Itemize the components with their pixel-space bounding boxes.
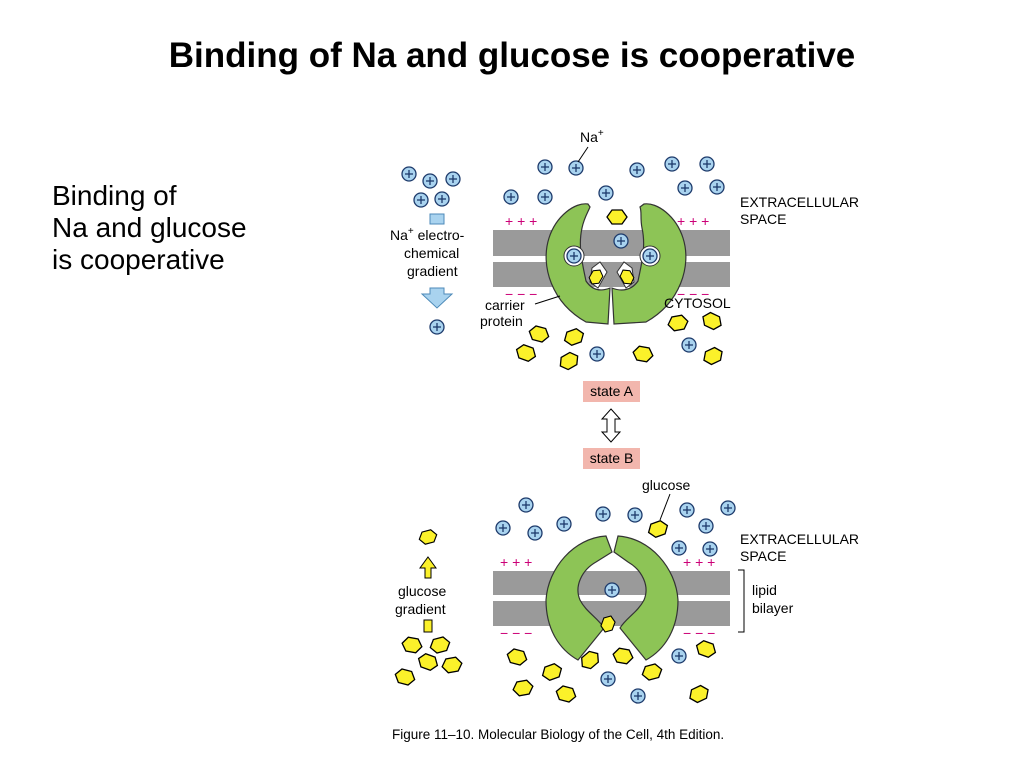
plus-marks-right-bottom: + + + — [683, 554, 715, 570]
sodium-ions-top-extracellular — [401, 156, 725, 208]
glucose-gradient-label-1: glucose — [398, 583, 446, 599]
lipid-label-2: bilayer — [752, 600, 794, 616]
body-line-3: is cooperative — [52, 244, 225, 275]
state-a-box — [583, 381, 640, 402]
gradient-label-1: Na+ electro- — [390, 226, 465, 243]
carrier-b-right-half — [613, 535, 679, 661]
body-line-2: Na and glucose — [52, 212, 247, 243]
minus-marks-left-top: − − − — [505, 286, 537, 302]
glucose-gradient-arrow-up — [419, 556, 437, 579]
glucose-extracellular-top — [606, 209, 628, 225]
state-b-label: state B — [590, 450, 634, 466]
carrier-protein-state-a — [545, 203, 687, 325]
state-a-label: state A — [590, 383, 633, 399]
membrane-outer-leaflet-top — [493, 230, 730, 256]
figure-caption: Figure 11–10. Molecular Biology of the C… — [392, 727, 724, 742]
plus-marks-left-top: + + + — [505, 213, 537, 229]
bottom-panel: + + + + + + − − − − − − — [392, 477, 859, 706]
bound-sodium-right — [642, 248, 658, 264]
extracellular-label-bottom-2: SPACE — [740, 548, 786, 564]
bound-sodium-left — [566, 248, 582, 264]
carrier-protein-state-b — [545, 535, 679, 661]
body-line-1: Binding of — [52, 180, 177, 211]
glucose-gradient-label-2: gradient — [395, 601, 446, 617]
state-b-box — [583, 448, 640, 469]
plus-marks-right-top: + + + — [677, 213, 709, 229]
extracellular-label-top-2: SPACE — [740, 211, 786, 227]
state-transition-arrow — [600, 408, 622, 443]
extracellular-label-top-1: EXTRACELLULAR — [740, 194, 859, 210]
minus-marks-left-bottom: − − − — [500, 625, 532, 641]
glucose-gradient-cluster — [392, 635, 464, 687]
sodium-in-cavity — [604, 582, 620, 598]
glucose-extracellular-bottom — [645, 518, 671, 540]
cytosol-label: CYTOSOL — [664, 295, 731, 311]
lipid-label-1: lipid — [752, 582, 777, 598]
plus-marks-left-bottom: + + + — [500, 554, 532, 570]
cytosol-molecules-top — [429, 309, 726, 373]
bilayer-bracket — [738, 569, 745, 633]
glucose-gradient-top-molecule — [417, 528, 439, 546]
glucose-gradient-arrow-tail — [423, 619, 433, 633]
minus-marks-right-top: − − − — [677, 286, 709, 302]
gradient-arrow-tail — [429, 213, 445, 225]
minus-marks-right-bottom: − − − — [683, 625, 715, 641]
state-transition: state A state B — [583, 381, 640, 469]
carrier-label-1: carrier — [485, 297, 525, 313]
body-text: Binding of Na and glucose is cooperative — [52, 180, 247, 276]
top-panel: + + + + + + − − − − − − — [390, 128, 859, 373]
glucose-label: glucose — [642, 477, 690, 493]
extracellular-label-bottom-1: EXTRACELLULAR — [740, 531, 859, 547]
carrier-label-2: protein — [480, 313, 523, 329]
gradient-label-3: gradient — [407, 263, 458, 279]
membrane-inner-leaflet-top — [493, 262, 730, 287]
carrier-b-left-half — [545, 535, 613, 661]
gradient-label-2: chemical — [404, 245, 459, 261]
sodium-in-cleft — [613, 233, 629, 249]
slide-title: Binding of Na and glucose is cooperative — [168, 36, 856, 75]
sodium-label: Na+ — [580, 128, 604, 145]
sodium-gradient-arrow-down — [420, 287, 454, 309]
